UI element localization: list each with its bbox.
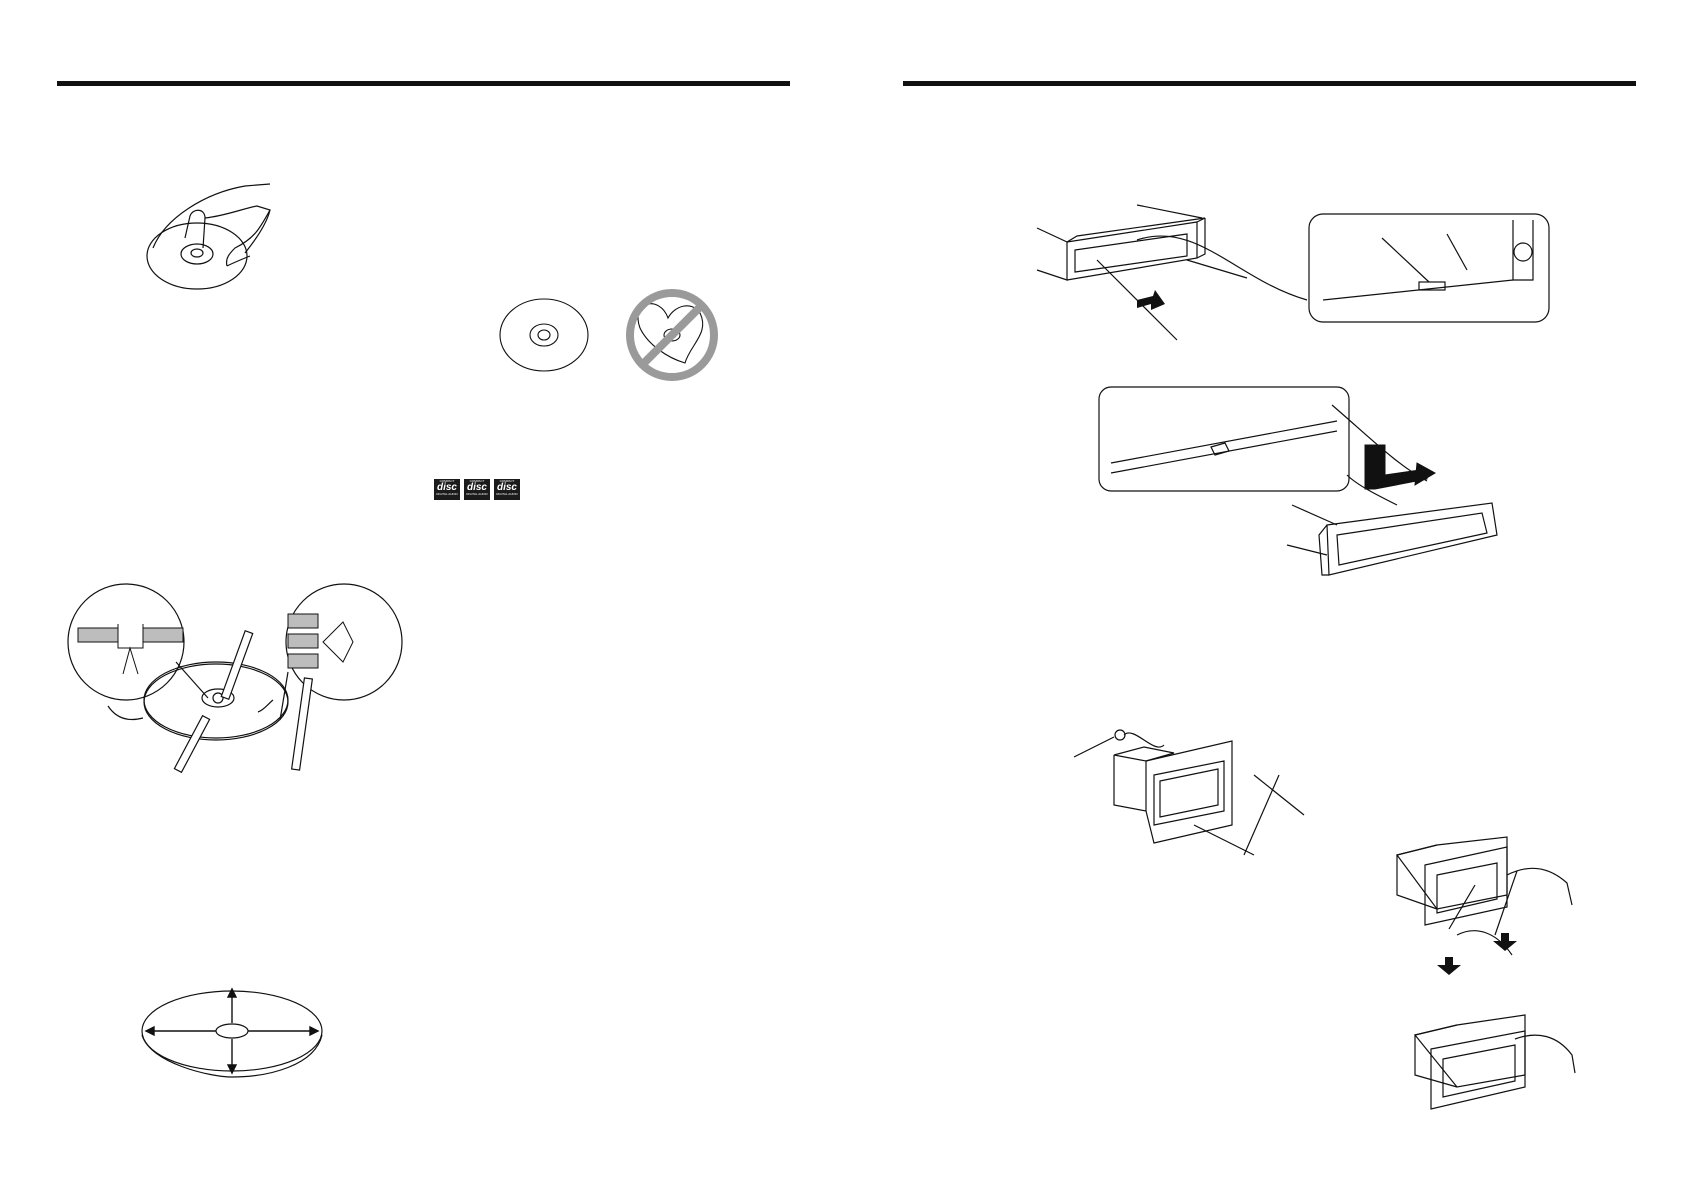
- disc-cleaning-illustration: [67, 582, 408, 832]
- header-rule: [57, 81, 790, 86]
- cd-logo-row: COMPACT disc DIGITAL AUDIO COMPACT disc …: [434, 479, 520, 500]
- compact-disc-logo: COMPACT disc DIGITAL AUDIO: [434, 479, 460, 500]
- disc-do-dont-illustration: [499, 283, 730, 383]
- compact-disc-logo: COMPACT disc DIGITAL AUDIO: [464, 479, 490, 500]
- faceplate-removal-illustration: [1036, 200, 1557, 350]
- disc-handling-illustration: [145, 178, 305, 303]
- unit-removal-illustration: [1395, 825, 1577, 1125]
- prohibition-sign: [626, 289, 718, 381]
- header-rule: [903, 81, 1636, 86]
- faceplate-attach-illustration: [1097, 385, 1517, 595]
- compact-disc-logo: COMPACT disc DIGITAL AUDIO: [494, 479, 520, 500]
- left-page: COMPACT disc DIGITAL AUDIO COMPACT disc …: [57, 81, 790, 1085]
- unit-installation-illustration: [1073, 715, 1324, 865]
- right-page: [842, 0, 1684, 1190]
- disc-wipe-illustration: [140, 985, 330, 1085]
